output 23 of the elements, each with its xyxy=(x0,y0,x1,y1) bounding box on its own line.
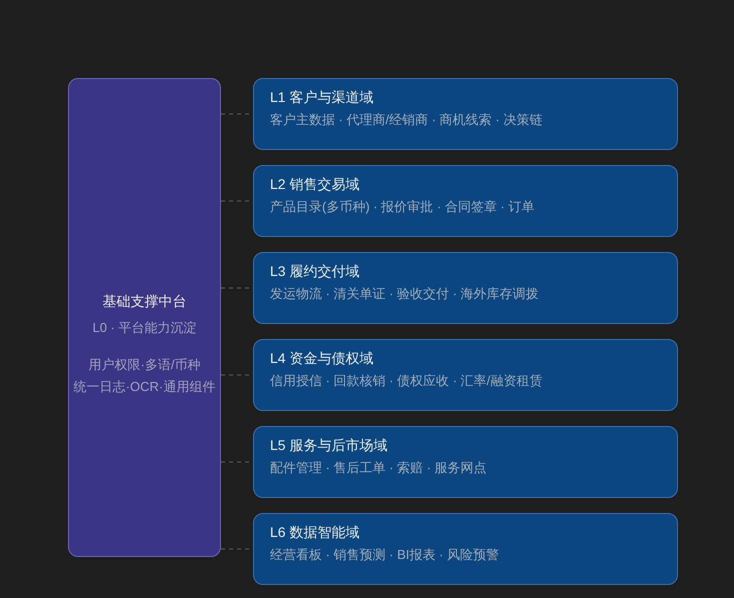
title-text: L2 销售交易域 xyxy=(270,175,360,194)
domain-box xyxy=(253,252,678,324)
title-text: L5 服务与后市场域 xyxy=(270,436,388,455)
description-text: 信用授信 · 回款核销 · 债权应收 · 汇率/融资租赁 xyxy=(270,372,542,390)
description-text: 发运物流 · 清关单证 · 验收交付 · 海外库存调拨 xyxy=(270,285,539,303)
description-text: 产品目录(多币种) · 报价审批 · 合同签章 · 订单 xyxy=(270,198,534,216)
description-text: 配件管理 · 售后工单 · 索赔 · 服务网点 xyxy=(270,459,487,477)
description-text: 用户权限·多语/币种 xyxy=(88,356,200,374)
description-text: 统一日志·OCR·通用组件 xyxy=(74,378,216,396)
domain-box xyxy=(253,165,678,237)
description-text: L0 · 平台能力沉淀 xyxy=(92,319,196,337)
title-text: L6 数据智能域 xyxy=(270,523,360,542)
platform-box xyxy=(68,78,221,557)
domain-box xyxy=(253,426,678,498)
title-text: L4 资金与债权域 xyxy=(270,349,374,368)
title-text: 基础支撑中台 xyxy=(102,292,186,311)
title-text: L3 履约交付域 xyxy=(270,262,360,281)
domain-box xyxy=(253,513,678,585)
domain-box xyxy=(253,339,678,411)
domain-box xyxy=(253,78,678,150)
description-text: 客户主数据 · 代理商/经销商 · 商机线索 · 决策链 xyxy=(270,111,542,129)
title-text: L1 客户与渠道域 xyxy=(270,88,374,107)
description-text: 经营看板 · 销售预测 · BI报表 · 风险预警 xyxy=(270,546,499,564)
